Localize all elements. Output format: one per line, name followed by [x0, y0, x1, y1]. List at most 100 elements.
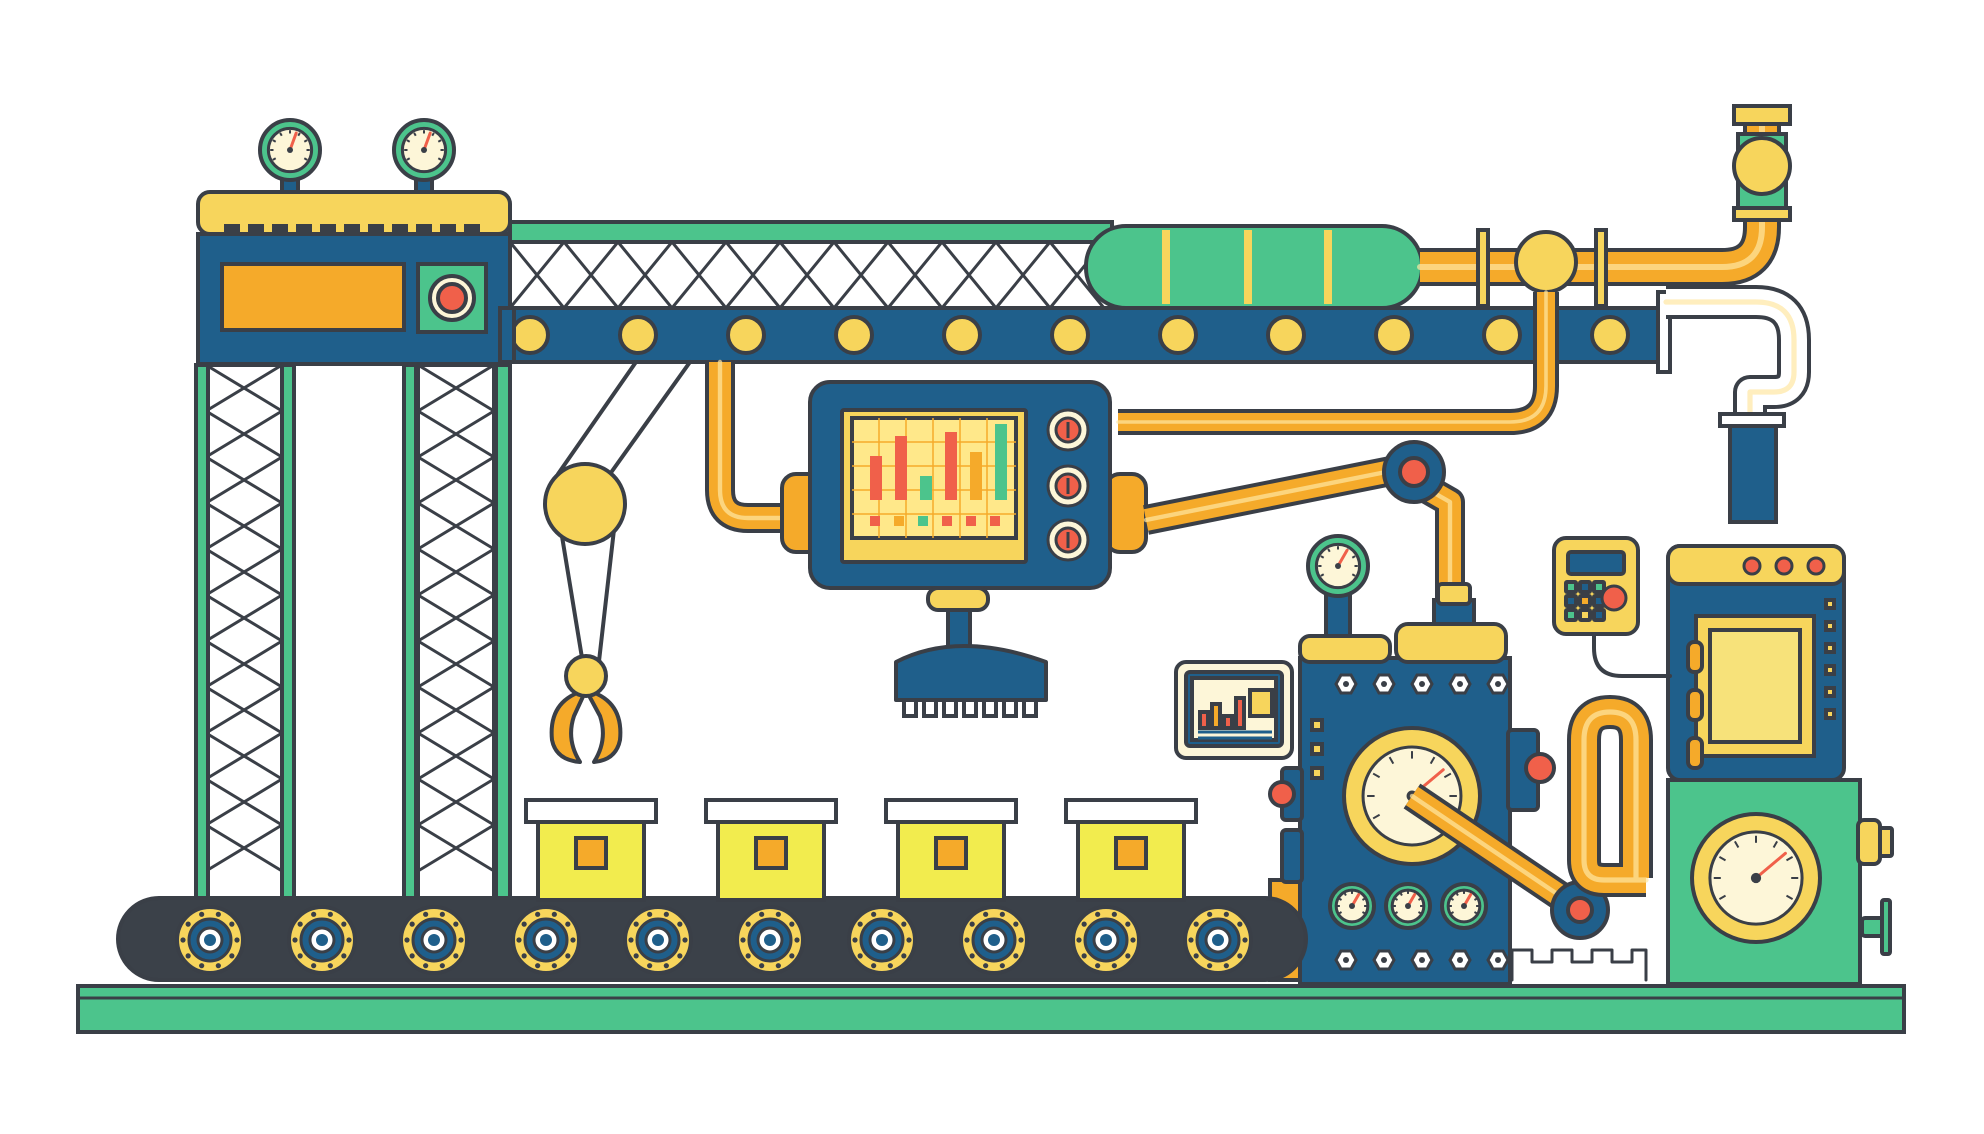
top-gauge-2-icon: [392, 118, 456, 182]
conveyor-rollers: [175, 905, 1253, 975]
panel-gauge-icon: [1440, 882, 1488, 930]
top-gauge-1-icon: [258, 118, 322, 182]
pipe-cap-top: [1732, 104, 1792, 126]
top-pipe-valve-icon: [1732, 136, 1792, 196]
boiler-gauge-icon: [1690, 812, 1822, 944]
chart-bar: [870, 456, 882, 500]
status-dot: [870, 516, 880, 526]
rail-bolt-icon: [510, 315, 550, 355]
orange-top-pipe: [1417, 117, 1781, 286]
box-lid: [524, 798, 658, 824]
hex-nuts-bottom: [1334, 949, 1510, 971]
screen-stem: [946, 608, 972, 650]
status-dot: [894, 516, 904, 526]
status-dot: [966, 516, 976, 526]
rail-bolt-icon: [834, 315, 874, 355]
tower-lattice-right: [416, 363, 496, 907]
pipe-valve-icon: [1514, 230, 1578, 294]
boiler-light-icon: [1742, 556, 1762, 576]
boiler-tap-icon: [1860, 898, 1892, 956]
rail-bolt-icon: [1482, 315, 1522, 355]
gear-rack: [1510, 948, 1648, 982]
tower-head-display: [220, 262, 406, 332]
boiler-neck: [1728, 424, 1778, 524]
coil-pipe: [1567, 695, 1653, 897]
small-gauge-icon: [1306, 534, 1370, 598]
screen-neck: [926, 586, 990, 612]
status-dot: [990, 516, 1000, 526]
tablet-chart: [1198, 688, 1274, 740]
beam-top-rail: [508, 220, 1114, 244]
pipe-flange-1: [1476, 228, 1490, 308]
remote-screen: [1566, 550, 1626, 576]
status-dot: [918, 516, 928, 526]
status-dot: [942, 516, 952, 526]
chart-bar: [945, 432, 957, 500]
linkage-joint-center-icon: [1566, 896, 1594, 924]
rail-bolt-icon: [1266, 315, 1306, 355]
cabinet-cap-right: [1394, 622, 1508, 664]
machine-layer: [76, 104, 1906, 1034]
remote-buttons: [1564, 580, 1628, 622]
panel-gauge-icon: [1384, 882, 1432, 930]
crane-pulley-icon: [543, 462, 627, 546]
chart-bar: [995, 424, 1007, 500]
chart-bar: [970, 452, 982, 500]
white-pipe: [1663, 285, 1811, 423]
boiler-side-valve-cap: [1878, 826, 1894, 858]
chart-bar: [920, 476, 932, 500]
box-lid: [884, 798, 1018, 824]
press-teeth: [902, 698, 1038, 718]
capsule-tank: [1084, 224, 1424, 310]
orange-pipe-right: [1116, 290, 1559, 435]
rail-bolt-icon: [618, 315, 658, 355]
hex-nuts-top: [1334, 673, 1510, 695]
rail-bolt-icon: [1158, 315, 1198, 355]
tower-lattice-left: [204, 363, 284, 907]
cabinet-side-knob-icon: [1268, 780, 1296, 808]
panel-gauge-icon: [1328, 882, 1376, 930]
boxes: [524, 798, 1198, 902]
cabinet-side-knob-right-icon: [1524, 752, 1556, 784]
screen-knobs: [1046, 408, 1090, 562]
claw-icon: [549, 688, 623, 764]
capsule-stripes: [1162, 230, 1332, 304]
rail-bolt-icon: [1374, 315, 1414, 355]
chart-bar: [895, 436, 907, 500]
tower-leg-4: [494, 363, 512, 907]
box-label: [1114, 836, 1148, 870]
cabinet-side-block-left-2: [1280, 828, 1304, 884]
orange-pipe-left: [705, 359, 795, 533]
red-button-icon: [436, 282, 468, 314]
boiler-lights: [1742, 556, 1826, 576]
boiler-vents: [1824, 598, 1836, 720]
box-lid: [704, 798, 838, 824]
cabinet-indicators: [1310, 718, 1324, 780]
boiler-hinges: [1686, 640, 1704, 770]
box-label: [934, 836, 968, 870]
box-lid: [1064, 798, 1198, 824]
boiler-door-panel: [1708, 628, 1802, 744]
remote-knob-icon: [1600, 584, 1628, 612]
remote-cable: [1592, 632, 1672, 678]
rail-bolts: [510, 315, 1630, 355]
linkage-arm: [1403, 783, 1587, 921]
boiler-light-icon: [1806, 556, 1826, 576]
tower-leg-3: [402, 363, 418, 907]
tower-leg-2: [280, 363, 296, 907]
rail-bolt-icon: [1590, 315, 1630, 355]
pipe-flange-3: [1732, 206, 1792, 222]
rail-bolt-icon: [1050, 315, 1090, 355]
boiler-side-valve: [1856, 818, 1882, 866]
press-head: [894, 644, 1048, 702]
pipe-flange-2: [1594, 228, 1608, 308]
cabinet-neck-top: [1436, 582, 1472, 606]
rail-bolt-icon: [942, 315, 982, 355]
box-label: [754, 836, 788, 870]
screen-chart: [852, 418, 1016, 538]
robot-arm-upper: [1143, 455, 1399, 535]
tower-leg-1: [194, 363, 210, 907]
base-plate: [76, 984, 1906, 1034]
cabinet-cap-left: [1298, 634, 1392, 664]
